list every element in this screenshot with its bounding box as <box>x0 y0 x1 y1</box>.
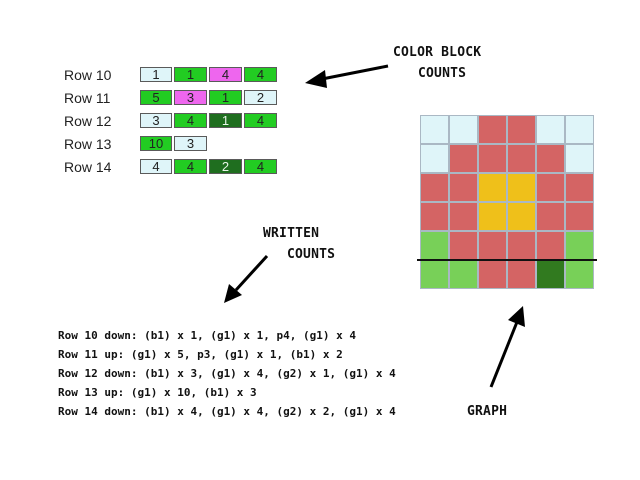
graph-cell <box>565 260 594 289</box>
graph-cell <box>507 173 536 202</box>
graph-cell <box>420 260 449 289</box>
graph-cell <box>565 144 594 173</box>
graph-cell <box>565 231 594 260</box>
graph-cell <box>565 202 594 231</box>
graph-cell <box>420 173 449 202</box>
row-label: Row 14 <box>64 159 112 175</box>
arrow-to-written-counts <box>224 254 269 303</box>
graph-cell <box>478 231 507 260</box>
graph-cell <box>420 202 449 231</box>
written-count-line: Row 13 up: (g1) x 10, (b1) x 3 <box>58 386 257 399</box>
written-count-line: Row 11 up: (g1) x 5, p3, (g1) x 1, (b1) … <box>58 348 343 361</box>
graph-cell <box>420 115 449 144</box>
graph-cell <box>507 231 536 260</box>
graph-cell <box>420 231 449 260</box>
written-counts-label: COUNTS <box>287 247 336 262</box>
graph-cell <box>536 202 565 231</box>
color-block: 2 <box>244 90 277 105</box>
color-block: 3 <box>140 113 172 128</box>
arrow-to-graph <box>489 306 525 388</box>
row-label: Row 10 <box>64 67 112 83</box>
color-block: 3 <box>174 136 207 151</box>
arrow-to-color-block <box>305 64 389 88</box>
color-block: 4 <box>244 159 277 174</box>
color-block: 1 <box>140 67 172 82</box>
written-count-line: Row 14 down: (b1) x 4, (g1) x 4, (g2) x … <box>58 405 396 418</box>
written-count-line: Row 12 down: (b1) x 3, (g1) x 4, (g2) x … <box>58 367 396 380</box>
graph-cell <box>478 144 507 173</box>
graph-cell <box>449 173 478 202</box>
color-block: 4 <box>244 113 277 128</box>
color-block: 4 <box>174 159 207 174</box>
graph-cell <box>536 115 565 144</box>
graph-cell <box>478 173 507 202</box>
color-block: 5 <box>140 90 172 105</box>
graph-cell <box>536 260 565 289</box>
row-label: Row 11 <box>64 90 111 106</box>
graph-cell <box>536 144 565 173</box>
graph-cell <box>478 202 507 231</box>
graph-cell <box>507 115 536 144</box>
color-block: 4 <box>209 67 242 82</box>
color-block: 1 <box>209 90 242 105</box>
color-block: 3 <box>174 90 207 105</box>
graph-cell <box>536 173 565 202</box>
graph-cell <box>420 144 449 173</box>
graph-cell <box>565 115 594 144</box>
row-label: Row 12 <box>64 113 112 129</box>
color-block: 2 <box>209 159 242 174</box>
graph-cell <box>449 260 478 289</box>
graph-cell <box>536 231 565 260</box>
graph-cell <box>565 173 594 202</box>
graph-label: GRAPH <box>467 404 508 419</box>
color-block: 1 <box>174 67 207 82</box>
graph-cell <box>507 202 536 231</box>
written-count-line: Row 10 down: (b1) x 1, (g1) x 1, p4, (g1… <box>58 329 357 342</box>
written-counts-label: WRITTEN <box>263 226 320 241</box>
graph-cell <box>449 144 478 173</box>
color-block-counts-label: COLOR BLOCK <box>393 45 482 60</box>
color-block: 4 <box>140 159 172 174</box>
color-block: 10 <box>140 136 172 151</box>
graph-cell <box>507 144 536 173</box>
graph-cell <box>449 231 478 260</box>
color-block: 1 <box>209 113 242 128</box>
graph-cell <box>449 202 478 231</box>
graph-cell <box>449 115 478 144</box>
row-label: Row 13 <box>64 136 112 152</box>
color-block: 4 <box>244 67 277 82</box>
color-block-counts-label: COUNTS <box>418 66 467 81</box>
color-block: 4 <box>174 113 207 128</box>
current-row-line <box>417 259 597 261</box>
graph-cell <box>478 115 507 144</box>
